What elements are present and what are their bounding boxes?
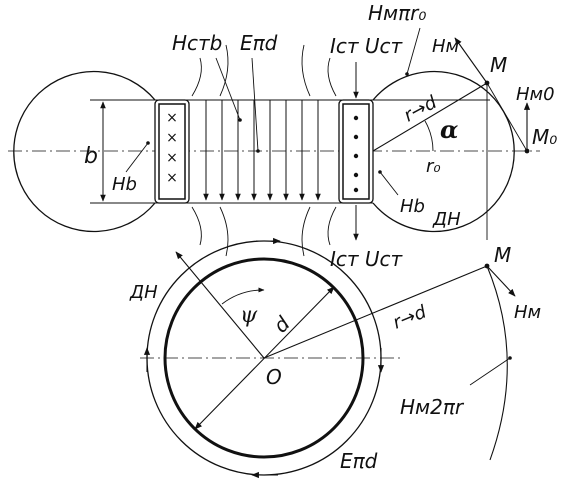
left-lobe-arc xyxy=(13,70,156,233)
alpha-arc xyxy=(424,120,434,152)
cross-3: × xyxy=(166,150,178,166)
cross-2: × xyxy=(166,130,178,146)
r0-label: r₀ xyxy=(426,156,441,177)
m-to-m0 xyxy=(486,82,528,152)
ict-uct-bottom-label: Iст Uст xyxy=(330,247,404,271)
e-pi-d-bottom-label: Eπd xyxy=(340,449,378,473)
hm-top-arrow xyxy=(454,37,488,84)
m-top-label: M xyxy=(490,53,507,77)
hm-top-label: Hм xyxy=(432,36,459,57)
cross-4: × xyxy=(166,170,178,186)
psi-label: ψ xyxy=(240,303,258,328)
e-pi-d-top-label: Eπd xyxy=(240,31,278,55)
left-conductor-inner xyxy=(158,103,186,200)
ict-uct-top-label: Iст Uст xyxy=(330,34,404,58)
hb-right-leader xyxy=(379,171,399,196)
hm-bottom-label: Hм xyxy=(514,302,541,323)
hct-b-label: Hстb xyxy=(172,31,222,55)
m0-label: M₀ xyxy=(532,125,557,149)
hb-right-label: Hb xyxy=(400,196,425,217)
cross-marks: × × × × xyxy=(166,110,178,186)
alpha-label: α xyxy=(440,115,458,144)
radius-to-m-bottom xyxy=(263,265,488,359)
dn-right-label: ДH xyxy=(432,209,461,230)
hm-2pi-r-leader xyxy=(469,357,511,386)
fringe-field-curves xyxy=(191,44,337,257)
psi-arc xyxy=(221,287,265,305)
r-to-d-top-label: r→d xyxy=(400,92,440,127)
left-conductor xyxy=(154,99,190,204)
e-pi-d-leader xyxy=(251,57,259,152)
radius-to-m xyxy=(372,82,488,152)
hm-2pi-r-label: Hм2πr xyxy=(400,395,465,419)
hm-pi-r0-leader xyxy=(406,27,421,75)
dot-marks xyxy=(353,115,359,193)
dn-left-label: ДH xyxy=(129,282,158,303)
cross-1: × xyxy=(166,110,178,126)
hm-bottom-arrow xyxy=(486,265,516,297)
hct-b-leader xyxy=(215,57,241,121)
o-label: O xyxy=(266,365,282,389)
b-label: b xyxy=(84,144,98,169)
hb-left-leader xyxy=(125,142,149,173)
right-lobe-arc xyxy=(372,70,515,233)
right-conductor-inner xyxy=(342,103,370,200)
m-bottom-label: M xyxy=(494,243,511,267)
hm0-label: Hм0 xyxy=(516,84,555,105)
r-to-d-bottom-label: r→d xyxy=(390,301,430,333)
radius-r-arc xyxy=(486,265,508,461)
right-conductor xyxy=(338,99,374,204)
e-field-arrows xyxy=(203,100,321,201)
hm-pi-r0-label: Hмπr₀ xyxy=(368,1,426,25)
d-label: d xyxy=(269,311,295,337)
hb-left-label: Hb xyxy=(112,174,137,195)
